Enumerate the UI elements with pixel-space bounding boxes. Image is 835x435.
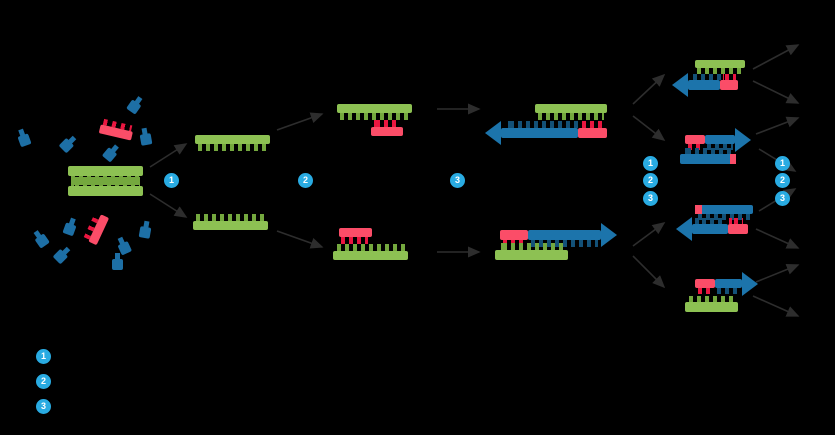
c2p3-newstrand: [692, 224, 728, 234]
c2p3-template-primer-end: [695, 205, 702, 214]
extend-bottom-template: [495, 250, 568, 260]
legend-badge-1: 1: [36, 349, 51, 364]
extend-top-primer-teeth: [581, 121, 603, 128]
arrow-out-2: [752, 80, 800, 104]
c2p2-primer-teeth: [688, 144, 702, 150]
c2p3-template: [695, 205, 753, 214]
step-badge-extension: 3: [450, 173, 465, 188]
extend-top-template: [535, 104, 607, 113]
extend-top-arrowhead: [485, 121, 501, 145]
c2p3-newstrand-teeth: [695, 218, 726, 224]
cycle-right-badge-2: 2: [775, 173, 790, 188]
c2p4-newstrand: [715, 279, 742, 288]
c2p2-template-primer-end: [730, 154, 736, 164]
extend-top-template-teeth: [538, 113, 604, 120]
arrow-out-6: [755, 228, 800, 249]
c2p2-arrowhead: [735, 128, 751, 152]
legend-badge-3: 3: [36, 399, 51, 414]
extend-bottom-primer: [500, 230, 528, 240]
c2p3-primer-teeth: [729, 218, 743, 224]
extend-top-primer: [578, 128, 607, 138]
arrow-out-3: [755, 116, 800, 135]
c2p2-template: [680, 154, 736, 164]
arrow-cycle2-split-1: [632, 73, 666, 105]
anneal-top-primer: [371, 127, 403, 136]
c2p1-primer: [720, 80, 738, 90]
cycle-mid-badge-1: 1: [643, 156, 658, 171]
step-badge-annealing: 2: [298, 173, 313, 188]
denatured-strand-top-teeth: [198, 144, 267, 151]
c2p4-arrowhead: [742, 272, 758, 296]
anneal-top-template-teeth: [340, 113, 409, 120]
anneal-bottom-template: [333, 251, 408, 260]
c2p1-newstrand: [688, 80, 720, 90]
template-dna-bottom-strand: [68, 186, 143, 196]
c2p2-newstrand: [705, 135, 735, 144]
cycle-mid-badge-2: 2: [643, 173, 658, 188]
c2p2-newstrand-teeth: [707, 144, 733, 150]
anneal-bottom-primer-teeth: [341, 237, 368, 244]
c2p4-primer-teeth: [698, 288, 712, 294]
extend-bottom-newstrand-teeth: [531, 240, 598, 247]
anneal-top-template: [337, 104, 412, 113]
arrow-cycle2-split-2: [632, 115, 666, 141]
arrow-denature-bottom: [149, 193, 188, 218]
c2p1-arrowhead: [672, 73, 688, 97]
denatured-strand-top: [195, 135, 270, 144]
c2p1-template: [695, 60, 745, 68]
c2p2-primer: [685, 135, 705, 144]
c2p2-template-teeth: [683, 148, 733, 154]
extend-bottom-template-teeth: [498, 243, 564, 250]
arrow-cycle2-split-3: [632, 222, 666, 247]
extend-bottom-arrowhead: [601, 223, 617, 247]
c2p1-template-teeth: [697, 68, 743, 74]
template-dna-bottom-teeth: [71, 177, 140, 186]
denatured-strand-bottom-teeth: [196, 214, 265, 221]
legend-badge-2: 2: [36, 374, 51, 389]
c2p3-arrowhead: [676, 217, 692, 241]
c2p4-template-teeth: [688, 296, 734, 302]
arrow-out-1: [752, 44, 800, 70]
c2p4-newstrand-teeth: [717, 288, 740, 294]
anneal-bottom-primer: [339, 228, 372, 237]
extend-top-newstrand: [501, 128, 578, 138]
arrow-out-7: [755, 264, 800, 283]
cycle-right-badge-3: 3: [775, 191, 790, 206]
denatured-strand-bottom: [193, 221, 268, 230]
template-dna-top-strand: [68, 166, 143, 176]
arrow-out-8: [752, 295, 800, 317]
cycle-right-badge-1: 1: [775, 156, 790, 171]
free-nucleotide: [112, 253, 123, 270]
c2p1-newstrand-teeth: [691, 74, 721, 80]
anneal-top-primer-teeth: [373, 120, 399, 127]
arrow-denature-top: [149, 143, 188, 168]
c2p3-primer: [728, 224, 748, 234]
step-badge-denaturation: 1: [164, 173, 179, 188]
c2p4-template: [685, 302, 738, 312]
arrow-cycle2-split-4: [632, 255, 666, 289]
extend-top-newstrand-teeth: [504, 121, 578, 128]
c2p4-primer: [695, 279, 715, 288]
arrow-anneal-top: [276, 112, 324, 131]
arrow-anneal-bottom: [276, 230, 324, 249]
extend-bottom-newstrand: [528, 230, 601, 240]
c2p1-primer-teeth: [723, 74, 736, 80]
cycle-mid-badge-3: 3: [643, 191, 658, 206]
c2p3-template-teeth: [698, 214, 750, 220]
anneal-bottom-template-teeth: [336, 244, 405, 251]
